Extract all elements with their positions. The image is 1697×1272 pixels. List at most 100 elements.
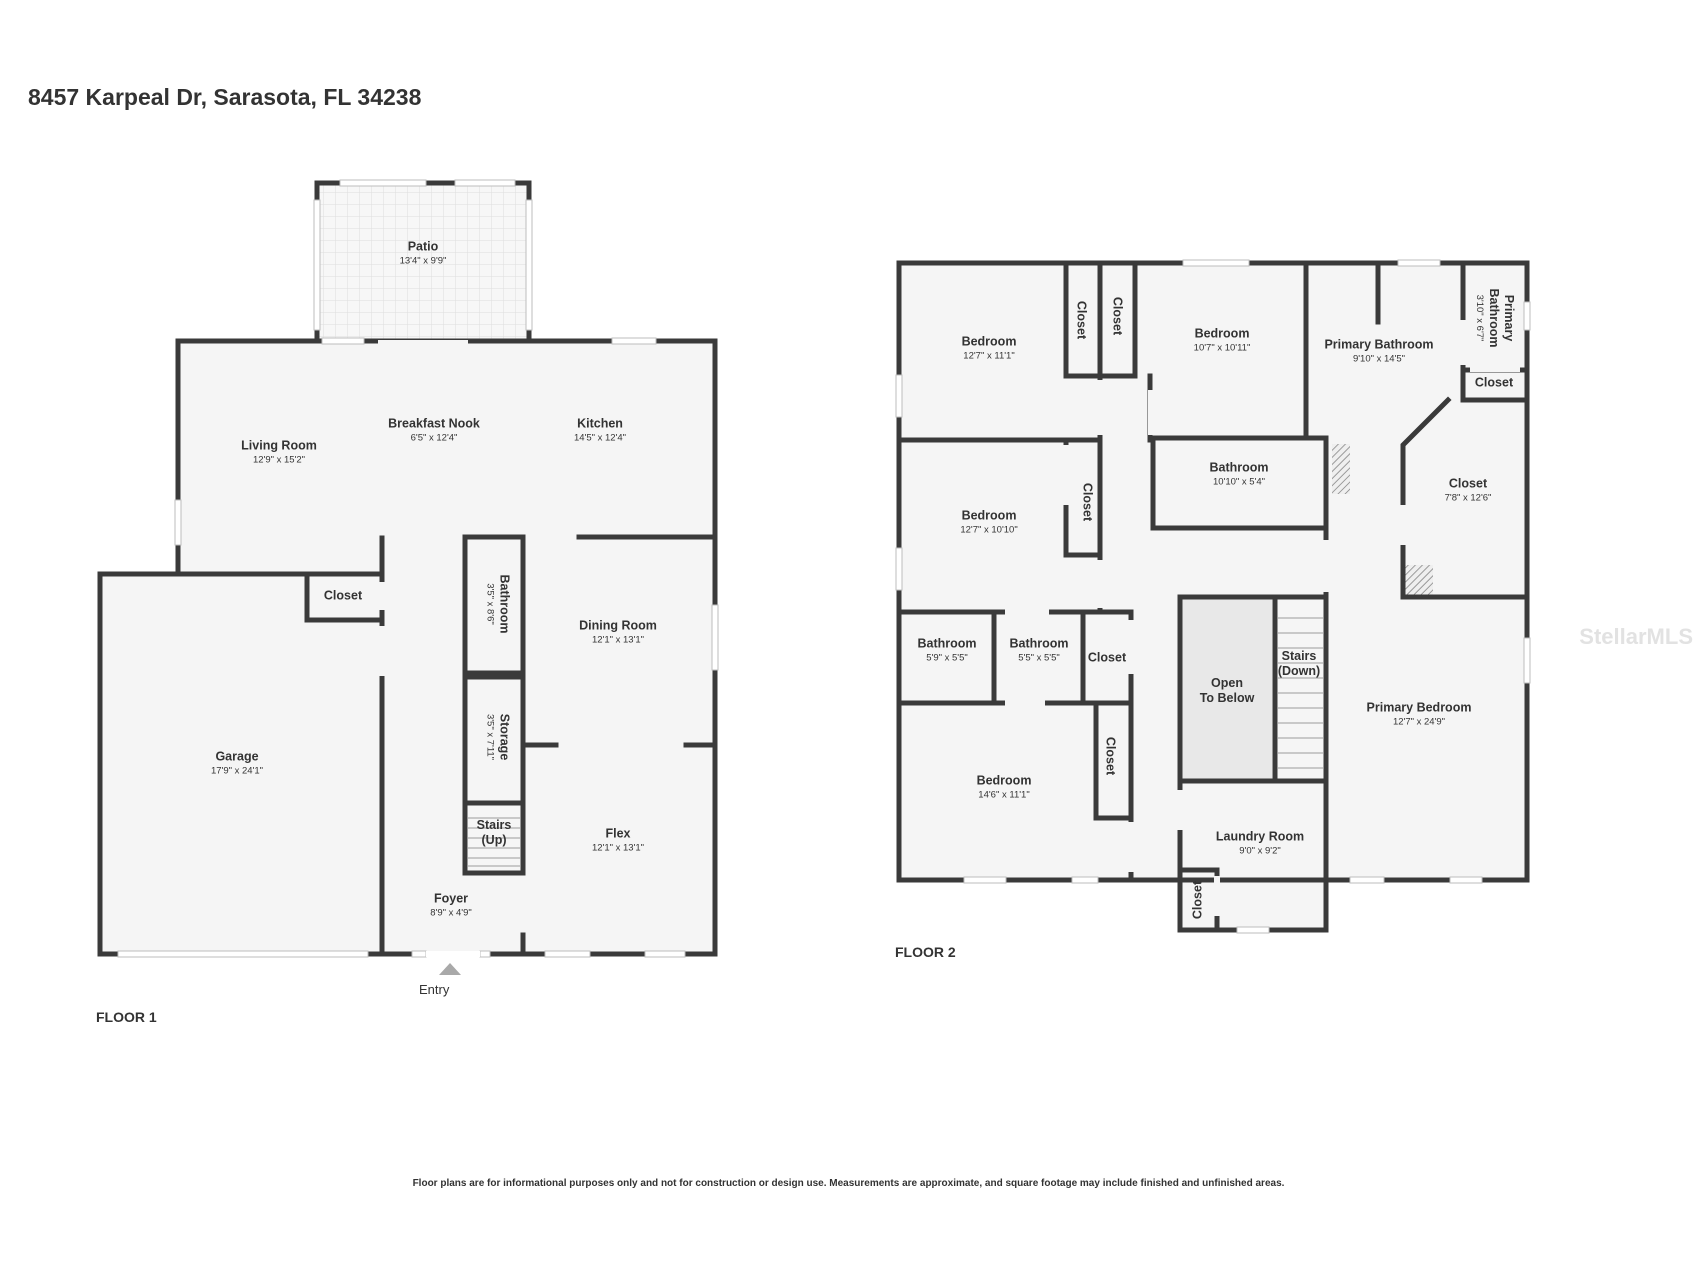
floor1-room-name: Patio: [408, 240, 439, 254]
floor2-room-name: Primary Bathroom: [1324, 338, 1433, 352]
floor2-room-stairs-down-15: Stairs(Down): [1278, 649, 1320, 678]
floor2-room-name: Stairs: [1282, 649, 1317, 663]
floor2-room-laundry-room-19: Laundry Room 9'0" x 9'2": [1216, 830, 1304, 857]
floor2-room-closet-6: Closet: [1475, 376, 1514, 390]
floor2-room-dims: 10'7" x 10'11": [1194, 343, 1251, 354]
floor2-room-dims: 12'7" x 11'1": [963, 351, 1014, 362]
floor1-room-name: Living Room: [241, 439, 317, 453]
floor2-room-name: Bathroom: [1209, 461, 1268, 475]
floor2-room-dims: 3'10" x 6'7": [1474, 295, 1485, 342]
floor1-room-dims: 17'9" x 24'1": [211, 766, 263, 777]
entry-label: Entry: [419, 982, 450, 997]
floor2-room-name: Closet: [1075, 301, 1089, 340]
floor2-room-closet-20: Closet: [1191, 880, 1205, 919]
floor2-room-name: Laundry Room: [1216, 830, 1304, 844]
floor2-walls: [896, 260, 1530, 933]
floor2-room-bathroom-7: Bathroom 10'10" x 5'4": [1209, 461, 1268, 488]
floor2-room-closet-9: Closet: [1081, 483, 1095, 522]
floor1-room-dims: 3'5" x 7'11": [485, 714, 496, 760]
floor2-room-name: (Down): [1278, 664, 1320, 678]
floor2-room-name: Closet: [1104, 737, 1118, 776]
floor2-room-dims: 5'9" x 5'5": [926, 653, 968, 664]
shaft-hatch-2: [1403, 565, 1433, 597]
floor1-room-name: Stairs: [477, 818, 512, 832]
floor2-room-dims: 12'7" x 10'10": [960, 525, 1017, 536]
floor1-room-living-room-1: Living Room 12'9" x 15'2": [241, 439, 317, 466]
floor1-room-name: Storage: [498, 714, 512, 761]
floor1-room-garage-8: Garage 17'9" x 24'1": [211, 750, 263, 777]
floor1-stair-treads: [468, 817, 520, 867]
floor2-room-bathroom-11: Bathroom 5'9" x 5'5": [917, 637, 976, 664]
floor1-room-name: Flex: [605, 827, 630, 841]
floor2-room-dims: 10'10" x 5'4": [1213, 477, 1265, 488]
floor1-door-gaps: [378, 340, 480, 957]
shaft-hatch-1: [1332, 444, 1350, 494]
floor1-room-name: Closet: [324, 589, 363, 603]
floor2-room-name: Bedroom: [1195, 327, 1250, 341]
floor1-label: FLOOR 1: [96, 1009, 157, 1025]
floor1-room-dims: 8'9" x 4'9": [430, 908, 472, 919]
floor2-room-closet-1: Closet: [1075, 301, 1089, 340]
floor1-room-name: Bathroom: [498, 574, 512, 633]
floor1-room-dims: 14'5" x 12'4": [574, 433, 626, 444]
floor1-room-closet-4: Closet: [324, 589, 363, 603]
floor1-room-flex-10: Flex 12'1" x 13'1": [592, 827, 644, 854]
floor2-room-closet-13: Closet: [1088, 651, 1127, 665]
floor2-room-name: Bedroom: [977, 774, 1032, 788]
floor2-room-name: Closet: [1191, 880, 1205, 919]
entry-arrow-icon: [439, 963, 461, 975]
floor1-room-stairs-up-9: Stairs(Up): [477, 818, 512, 847]
floor2-stair-treads: [1278, 617, 1323, 769]
floor1-room-breakfast-nook-2: Breakfast Nook 6'5" x 12'4": [388, 417, 480, 444]
floor2-label: FLOOR 2: [895, 944, 956, 960]
floor1-room-name: Garage: [215, 750, 258, 764]
floor2-room-dims: 9'0" x 9'2": [1239, 846, 1281, 857]
floor2-room-bedroom-3: Bedroom 10'7" x 10'11": [1194, 327, 1251, 354]
floor2-room-name: Closet: [1088, 651, 1127, 665]
floor2-room-name: Closet: [1475, 376, 1514, 390]
floor1-windows: [117, 179, 719, 958]
garage-floor: [100, 574, 382, 954]
floor2-room-dims: 5'5" x 5'5": [1018, 653, 1060, 664]
floor2-room-dims: 12'7" x 24'9": [1393, 717, 1445, 728]
mls-watermark: StellarMLS: [1579, 624, 1693, 649]
floor1-room-dims: 6'5" x 12'4": [411, 433, 458, 444]
floor2-room-bedroom-0: Bedroom 12'7" x 11'1": [962, 335, 1017, 362]
patio-surface: [317, 183, 529, 341]
floor1-room-name: (Up): [482, 833, 507, 847]
floor2-room-bedroom-8: Bedroom 12'7" x 10'10": [960, 509, 1017, 536]
floor1-room-name: Kitchen: [577, 417, 623, 431]
floor2-room-dims: 14'6" x 11'1": [978, 790, 1029, 801]
floor2-room-dims: 7'8" x 12'6": [1445, 493, 1492, 504]
floor1-room-dims: 12'1" x 13'1": [592, 635, 644, 646]
floor2-plan: [895, 259, 1531, 934]
floor2-room-name: Bathroom: [1487, 288, 1501, 347]
floor1-room-dims: 13'4" x 9'9": [400, 256, 447, 267]
floor1-room-dims: 12'1" x 13'1": [592, 843, 644, 854]
floor1-room-dims: 3'5" x 8'6": [485, 583, 496, 625]
floor2-room-name: Closet: [1449, 477, 1488, 491]
floor2-room-bedroom-17: Bedroom 14'6" x 11'1": [977, 774, 1032, 801]
floor2-room-closet-2: Closet: [1111, 297, 1125, 336]
floor2-room-name: Closet: [1081, 483, 1095, 522]
floor2-room-name: To Below: [1200, 691, 1255, 705]
floor1-room-name: Breakfast Nook: [388, 417, 480, 431]
property-address: 8457 Karpeal Dr, Sarasota, FL 34238: [28, 84, 422, 110]
floor2-room-name: Bedroom: [962, 509, 1017, 523]
floor2-room-name: Bedroom: [962, 335, 1017, 349]
disclaimer-text: Floor plans are for informational purpos…: [412, 1178, 1285, 1189]
floor2-room-closet-10: Closet 7'8" x 12'6": [1445, 477, 1492, 504]
floor2-room-name: Bathroom: [917, 637, 976, 651]
floor2-room-name: Open: [1211, 676, 1243, 690]
floor2-door-gaps: [1005, 320, 1520, 916]
floor1-room-dims: 12'9" x 15'2": [253, 455, 305, 466]
